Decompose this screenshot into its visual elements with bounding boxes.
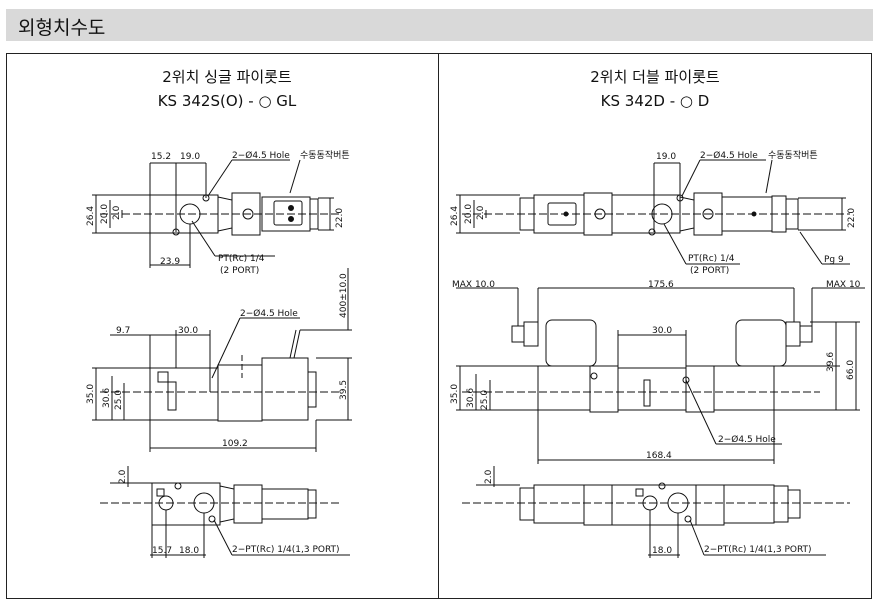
dim-30-6: 30.6	[466, 388, 476, 408]
panel-divider	[438, 53, 439, 599]
dim-max-left: MAX 10.0	[452, 280, 495, 290]
dim-20-0: 20.0	[100, 204, 110, 224]
dim-2-0: 2.0	[476, 205, 486, 220]
hole-callout-2: 2−Ø4.5 Hole	[718, 434, 776, 445]
dim-19-0: 19.0	[180, 152, 200, 162]
dim-26-4: 26.4	[450, 206, 460, 226]
port-label: PT(Rc) 1/4	[218, 254, 265, 264]
dim-26-4: 26.4	[86, 206, 96, 226]
right-top-view	[456, 159, 850, 265]
dim-2-0-bottom: 2.0	[118, 469, 128, 484]
hole-callout: 2−Ø4.5 Hole	[232, 150, 290, 161]
right-title-line1: 2위치 더블 파이롯트	[590, 68, 720, 86]
section-title: 외형치수도	[18, 17, 106, 39]
port-count-label: (2 PORT)	[690, 266, 729, 276]
dim-39-5: 39.5	[339, 380, 349, 400]
pg9-callout: Pg 9	[824, 255, 844, 265]
dim-25-0: 25.0	[480, 390, 490, 410]
dim-20-0: 20.0	[464, 204, 474, 224]
port-13-callout: 2−PT(Rc) 1/4(1,3 PORT)	[232, 545, 340, 555]
dim-30-0: 30.0	[178, 326, 198, 336]
left-front-view	[92, 268, 352, 452]
drawing-frame	[6, 53, 872, 599]
dim-39-6: 39.6	[826, 352, 836, 372]
dim-18-0: 18.0	[179, 546, 199, 556]
right-bottom-view	[462, 466, 850, 558]
dim-15-7: 15.7	[152, 546, 172, 556]
port-label: PT(Rc) 1/4	[688, 254, 735, 264]
port-count-label: (2 PORT)	[220, 266, 259, 276]
dim-2-0: 2.0	[112, 205, 122, 220]
dim-22-0: 22.0	[847, 208, 857, 228]
dim-168-4: 168.4	[646, 451, 672, 461]
hole-callout: 2−Ø4.5 Hole	[700, 150, 758, 161]
left-bottom-view	[100, 466, 350, 558]
left-title-line2: KS 342S(O) - ○ GL	[157, 92, 297, 110]
dim-175-6: 175.6	[648, 280, 674, 290]
dim-35-0: 35.0	[450, 384, 460, 404]
right-title-line2: KS 342D - ○ D	[600, 92, 710, 110]
dim-35-0: 35.0	[86, 384, 96, 404]
manual-button-callout: 수동동작버튼	[768, 150, 818, 161]
hole-callout-2: 2−Ø4.5 Hole	[240, 308, 298, 319]
dim-2-0-bottom: 2.0	[484, 469, 494, 484]
right-front-view	[456, 287, 865, 464]
dim-30-6: 30.6	[102, 388, 112, 408]
dim-66-0: 66.0	[846, 360, 856, 380]
dim-15-2: 15.2	[151, 152, 171, 162]
dim-400: 400±10.0	[339, 273, 349, 318]
left-top-view	[92, 159, 340, 268]
dim-22-0: 22.0	[335, 208, 345, 228]
dim-19-0: 19.0	[656, 152, 676, 162]
dim-max-right: MAX 10	[826, 280, 861, 290]
dim-109-2: 109.2	[222, 439, 248, 449]
left-title-line1: 2위치 싱글 파이롯트	[162, 68, 292, 86]
dim-25-0: 25.0	[114, 390, 124, 410]
dim-18-0: 18.0	[652, 546, 672, 556]
dim-23-9: 23.9	[160, 257, 180, 267]
section-header: 외형치수도	[6, 9, 873, 41]
dim-9-7: 9.7	[116, 326, 130, 336]
port-13-callout: 2−PT(Rc) 1/4(1,3 PORT)	[704, 545, 812, 555]
dim-30-0: 30.0	[652, 326, 672, 336]
manual-button-callout: 수동동작버튼	[300, 150, 350, 161]
